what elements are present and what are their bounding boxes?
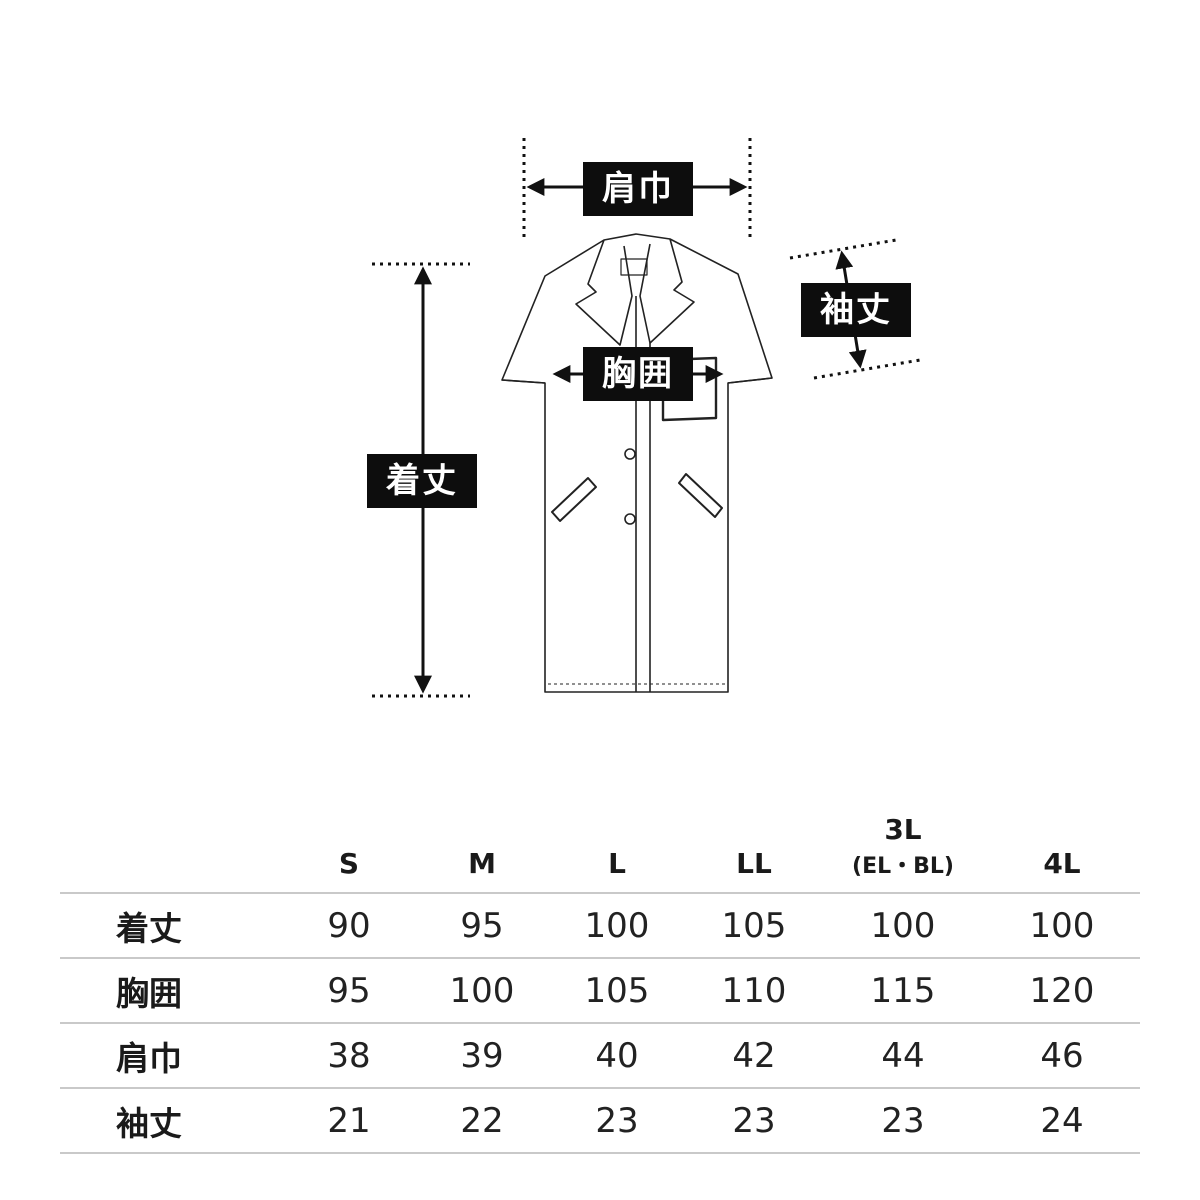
size-header: 4L	[1043, 847, 1081, 880]
size-header: LL	[736, 847, 772, 880]
length-label: 着丈	[367, 454, 477, 508]
table-row: 胸囲 95 100 105 110 115 120	[60, 957, 1140, 1023]
coat-outline	[501, 233, 773, 693]
size-header-sub: (EL・BL)	[852, 854, 954, 879]
row-label: 着丈	[60, 892, 282, 958]
table-row: 袖丈 21 22 23 23 23 24	[60, 1087, 1140, 1154]
table-cell: 110	[686, 957, 822, 1023]
table-cell: 95	[416, 892, 548, 958]
table-cell: 100	[822, 892, 984, 958]
left-lapel	[575, 239, 633, 346]
button-2	[624, 513, 636, 525]
table-cell: 23	[686, 1087, 822, 1154]
table-cell: 90	[282, 892, 416, 958]
shoulder-label: 肩巾	[583, 162, 693, 216]
size-table: S M L LL 3L(EL・BL) 4L 着丈 90 95 100 105 1…	[60, 800, 1140, 1154]
corner-cell	[60, 800, 282, 893]
table-cell: 100	[416, 957, 548, 1023]
table-cell: 24	[984, 1087, 1140, 1154]
size-header-row: S M L LL 3L(EL・BL) 4L	[60, 800, 1140, 893]
size-header: M	[468, 847, 496, 880]
table-cell: 42	[686, 1022, 822, 1088]
left-hip-pocket	[551, 477, 597, 522]
table-cell: 22	[416, 1087, 548, 1154]
size-header: L	[608, 847, 626, 880]
collar-label	[620, 258, 648, 276]
table-cell: 39	[416, 1022, 548, 1088]
table-cell: 100	[984, 892, 1140, 958]
row-label: 胸囲	[60, 957, 282, 1023]
table-cell: 23	[548, 1087, 686, 1154]
row-label: 肩巾	[60, 1022, 282, 1088]
table-cell: 100	[548, 892, 686, 958]
size-header: S	[338, 847, 360, 880]
table-cell: 40	[548, 1022, 686, 1088]
table-row: 肩巾 38 39 40 42 44 46	[60, 1022, 1140, 1088]
table-cell: 115	[822, 957, 984, 1023]
table-cell: 95	[282, 957, 416, 1023]
table-cell: 38	[282, 1022, 416, 1088]
chest-label: 胸囲	[583, 347, 693, 401]
table-cell: 23	[822, 1087, 984, 1154]
table-cell: 120	[984, 957, 1140, 1023]
table-cell: 21	[282, 1087, 416, 1154]
table-cell: 46	[984, 1022, 1140, 1088]
size-header: 3L(EL・BL)	[822, 800, 984, 893]
table-cell: 105	[686, 892, 822, 958]
right-hip-pocket	[678, 473, 723, 518]
table-cell: 44	[822, 1022, 984, 1088]
row-label: 袖丈	[60, 1087, 282, 1154]
table-row: 着丈 90 95 100 105 100 100	[60, 892, 1140, 958]
table-cell: 105	[548, 957, 686, 1023]
button-1	[624, 448, 636, 460]
garment-diagram: 肩巾 胸囲 着丈 袖丈	[367, 138, 921, 698]
right-lapel	[639, 238, 695, 344]
sleeve-label: 袖丈	[801, 283, 911, 337]
